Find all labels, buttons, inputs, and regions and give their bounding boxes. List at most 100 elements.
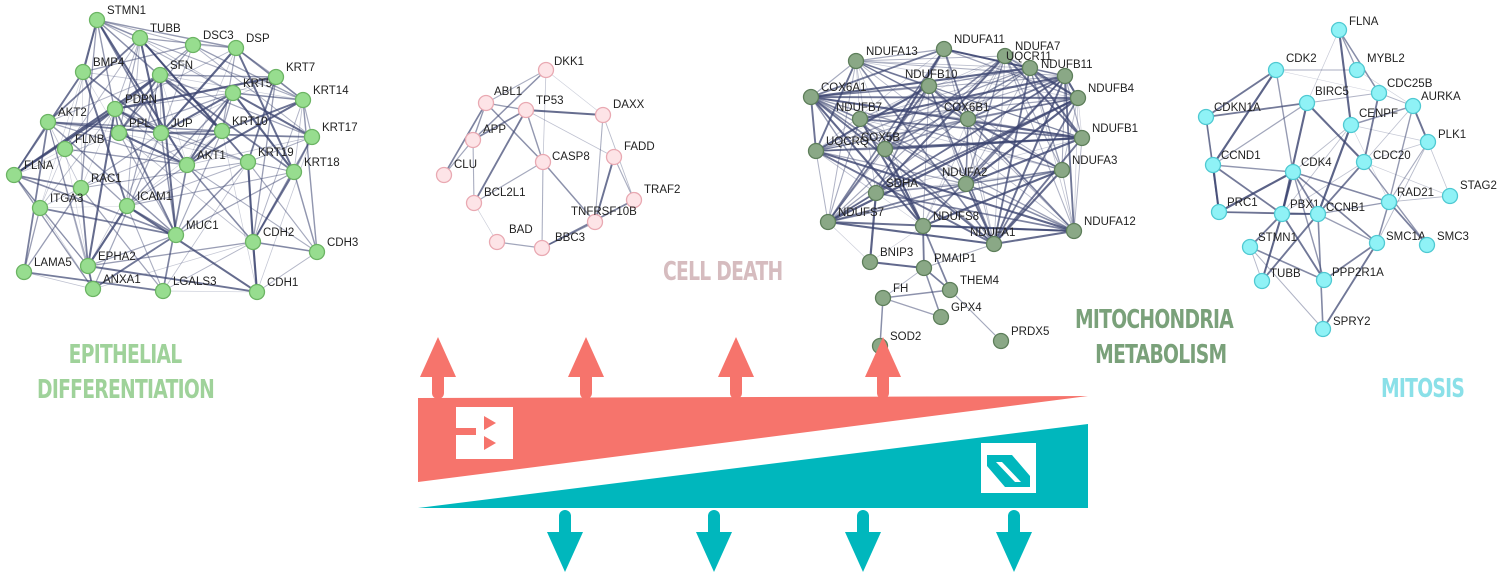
network-edge <box>13 174 94 290</box>
network-edge <box>160 132 177 236</box>
gene-node <box>74 63 92 81</box>
gene-label: NDUFB10 <box>905 69 957 81</box>
network-edge <box>1281 213 1325 281</box>
gene-label: PLK1 <box>1438 129 1466 141</box>
play-logo-icon <box>456 407 513 459</box>
gene-node <box>1053 161 1071 179</box>
gene-node <box>851 110 869 128</box>
cluster-title-cell-death: CELL DEATH <box>663 255 783 290</box>
expression-wedges <box>418 396 1088 508</box>
gene-label: DKK1 <box>554 56 584 68</box>
network-edge <box>1322 242 1378 330</box>
gene-node <box>1370 84 1388 102</box>
gene-node <box>15 263 33 281</box>
network-edge <box>139 37 234 94</box>
gene-node <box>957 175 975 193</box>
gene-node <box>932 308 950 326</box>
gene-label: BAD <box>509 224 533 236</box>
gene-label: SOD2 <box>890 331 921 343</box>
gene-node <box>465 194 483 212</box>
gene-node <box>1380 193 1398 211</box>
network-edge <box>1350 105 1414 126</box>
gene-label: SMC3 <box>1437 231 1469 243</box>
network-edge <box>251 241 259 293</box>
gene-label: AKT2 <box>58 107 87 119</box>
gene-node <box>1253 272 1271 290</box>
network-edge <box>232 92 304 101</box>
arrow-down-icon <box>547 510 583 572</box>
network-edge <box>810 66 1031 99</box>
network-edge <box>82 19 98 73</box>
network-edge <box>39 71 84 209</box>
network-edge <box>256 136 313 293</box>
network-edge <box>827 221 871 263</box>
gene-node <box>985 235 1003 253</box>
gene-label: CDC20 <box>1373 150 1411 162</box>
gene-node <box>72 179 90 197</box>
downregulated-wedge <box>418 424 1088 508</box>
network-edge <box>473 109 527 204</box>
network-edge <box>1317 213 1378 244</box>
gene-label: PDPN <box>125 94 157 106</box>
s-logo-icon <box>981 443 1036 493</box>
title-line: MITOSIS <box>1381 374 1465 404</box>
network-edge <box>472 109 527 141</box>
gene-node <box>1210 203 1228 221</box>
gene-label: PPL <box>129 118 151 130</box>
network-edge <box>126 161 249 207</box>
gene-label: MYBL2 <box>1367 53 1405 65</box>
network-edge <box>485 69 547 104</box>
gene-label: STMN1 <box>107 5 146 17</box>
title-line: METABOLISM <box>1095 340 1227 370</box>
gene-label: LGALS3 <box>173 276 216 288</box>
network-edge <box>815 55 1006 152</box>
gene-label: STMN1 <box>1258 232 1297 244</box>
gene-node <box>1404 97 1422 115</box>
network-edge <box>810 96 995 245</box>
network-edge <box>1004 55 1063 171</box>
network-edge <box>1427 141 1451 197</box>
network-edge <box>815 150 829 223</box>
network-edge <box>827 220 995 246</box>
gene-label: NDUFA11 <box>954 34 1005 46</box>
gene-node <box>594 106 612 124</box>
network-edge <box>810 96 1079 99</box>
network-edge <box>810 48 945 98</box>
gene-node <box>167 226 185 244</box>
network-edge <box>192 44 313 138</box>
network-edge <box>943 48 1079 99</box>
gene-label: SDHA <box>886 178 918 190</box>
network-edge <box>472 69 547 141</box>
network-edge <box>1317 201 1390 215</box>
gene-label: KRT14 <box>313 85 349 97</box>
network-edge <box>39 207 89 267</box>
network-edge <box>126 171 295 207</box>
network-edge <box>47 121 177 236</box>
network-edge <box>96 19 237 49</box>
gene-label: TP53 <box>536 95 564 107</box>
network-edge <box>80 187 89 267</box>
gene-label: CDK2 <box>1286 53 1317 65</box>
network-edge <box>1338 29 1380 94</box>
network-edge <box>114 108 188 166</box>
gene-node <box>915 259 933 277</box>
title-line: EPITHELIAL <box>68 340 183 370</box>
network-edge <box>186 164 318 253</box>
network-edge <box>39 148 66 209</box>
network-edge <box>965 169 1063 185</box>
network-edge <box>1292 124 1352 173</box>
gene-label: CDKN1A <box>1214 102 1261 114</box>
network-edge <box>82 71 162 134</box>
gene-label: UQCRQ <box>826 136 869 148</box>
network-edge <box>859 97 1079 120</box>
gene-label: CDH2 <box>263 227 294 239</box>
network-edge <box>882 267 925 299</box>
network-edge <box>118 132 177 236</box>
gene-node <box>267 68 285 86</box>
gene-label: NDUFA7 <box>1015 41 1060 53</box>
gene-node <box>1197 108 1215 126</box>
network-edge <box>810 96 1063 171</box>
network-edge <box>1261 213 1283 282</box>
network-edge <box>186 47 237 166</box>
network-edge <box>159 74 313 138</box>
